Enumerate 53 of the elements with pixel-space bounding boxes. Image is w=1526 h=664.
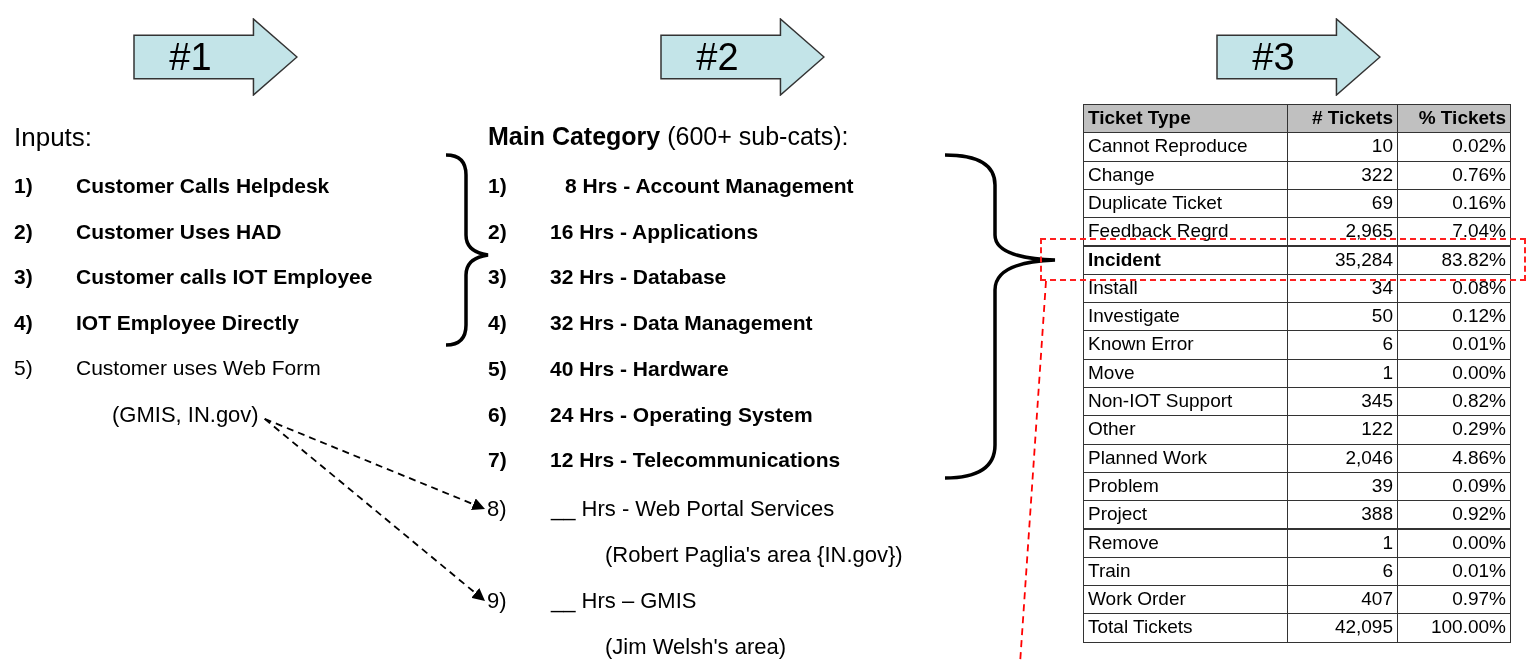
note-text: (Robert Paglia's area {IN.gov}) xyxy=(605,542,903,568)
category-item: 24 Hrs - Operating System xyxy=(550,402,813,427)
input-item: Customer Calls Helpdesk xyxy=(76,174,330,198)
list-number: 1) xyxy=(488,174,507,198)
step-label: #3 xyxy=(1252,35,1295,79)
table-cell: Project xyxy=(1083,500,1288,530)
list-number: 2) xyxy=(14,219,33,244)
list-number: 3) xyxy=(14,265,33,289)
note-text: (GMIS, IN.gov) xyxy=(112,402,259,427)
category-item: __ Hrs – GMIS xyxy=(551,588,697,614)
table-cell: 0.00% xyxy=(1397,528,1511,558)
step-label: #2 xyxy=(696,35,739,79)
input-item: Customer Uses HAD xyxy=(76,219,282,244)
arrow xyxy=(263,418,486,602)
list-number: 5) xyxy=(488,356,507,381)
category-item: 32 Hrs - Database xyxy=(550,265,727,290)
table-cell: Total Tickets xyxy=(1083,613,1288,643)
input-item: IOT Employee Directly xyxy=(76,310,299,335)
list-number: 6) xyxy=(488,402,507,427)
step-label: #1 xyxy=(169,35,212,79)
block-arrow xyxy=(133,18,298,96)
category-item: 16 Hrs - Applications xyxy=(550,219,759,244)
list-number: 1) xyxy=(14,174,33,198)
category-item: 32 Hrs - Data Management xyxy=(550,311,813,336)
list-number: 3) xyxy=(488,265,507,290)
table-cell: Feedback Regrd xyxy=(1083,217,1288,247)
category-item: 12 Hrs - Telecommunications xyxy=(550,448,841,473)
category-item: 40 Hrs - Hardware xyxy=(550,356,729,381)
table-cell: Remove xyxy=(1083,528,1288,558)
heading: Main Category (600+ sub-cats): xyxy=(488,122,849,151)
table-cell: 83.82% xyxy=(1397,245,1511,275)
category-item: 8 Hrs - Account Management xyxy=(565,174,854,198)
input-item: Customer calls IOT Employee xyxy=(76,265,373,289)
list-number: 7) xyxy=(488,448,507,473)
list-number: 8) xyxy=(487,496,507,522)
list-number: 5) xyxy=(14,356,33,380)
heading: Inputs: xyxy=(14,122,93,153)
input-item: Customer uses Web Form xyxy=(76,356,321,380)
column-header: # Tickets xyxy=(1287,104,1398,134)
table-cell: Incident xyxy=(1083,245,1288,275)
column-header: % Tickets xyxy=(1397,104,1511,134)
table-cell: 7.04% xyxy=(1397,217,1511,247)
note-text: (Jim Welsh's area) xyxy=(605,634,787,660)
table-cell: 100.00% xyxy=(1397,613,1511,643)
block-arrow xyxy=(1216,18,1381,96)
table-cell: 0.92% xyxy=(1397,500,1511,530)
list-number: 9) xyxy=(487,588,507,614)
list-number: 2) xyxy=(488,219,507,244)
list-number: 4) xyxy=(488,311,507,336)
block-arrow xyxy=(660,18,825,96)
list-number: 4) xyxy=(14,310,33,335)
category-item: __ Hrs - Web Portal Services xyxy=(551,496,835,522)
column-header: Ticket Type xyxy=(1083,104,1288,134)
